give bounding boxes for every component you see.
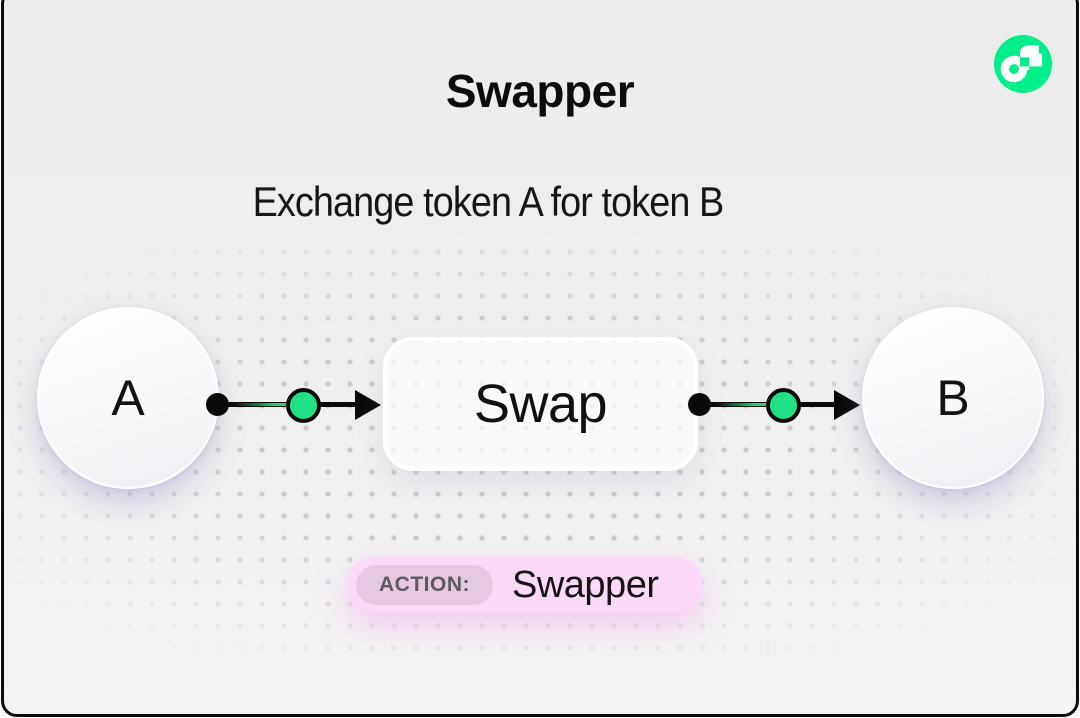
flow-logo-icon [994,35,1052,93]
edge2-green-line [716,403,768,406]
edge1-green-line [234,403,288,406]
edge2-green-node [766,388,801,423]
swap-action-label: Swap [473,374,608,434]
action-badge-value: Swapper [512,563,659,606]
swap-action-box: Swap [383,337,698,471]
action-badge-label: ACTION: [356,565,493,605]
edge1-green-node [286,388,321,423]
edge1-arrowhead-icon [355,390,381,420]
token-a-label: A [111,370,145,426]
edge2-start-dot [688,393,711,416]
token-b-node: B [862,307,1044,489]
edge1-start-dot [206,393,229,416]
token-b-label: B [936,370,970,426]
edge2-arrowhead-icon [834,390,860,420]
action-badge: ACTION: Swapper [347,557,703,613]
page-subtitle: Exchange token A for token B [252,178,725,225]
page-title: Swapper [445,65,635,117]
token-a-node: A [37,307,219,489]
